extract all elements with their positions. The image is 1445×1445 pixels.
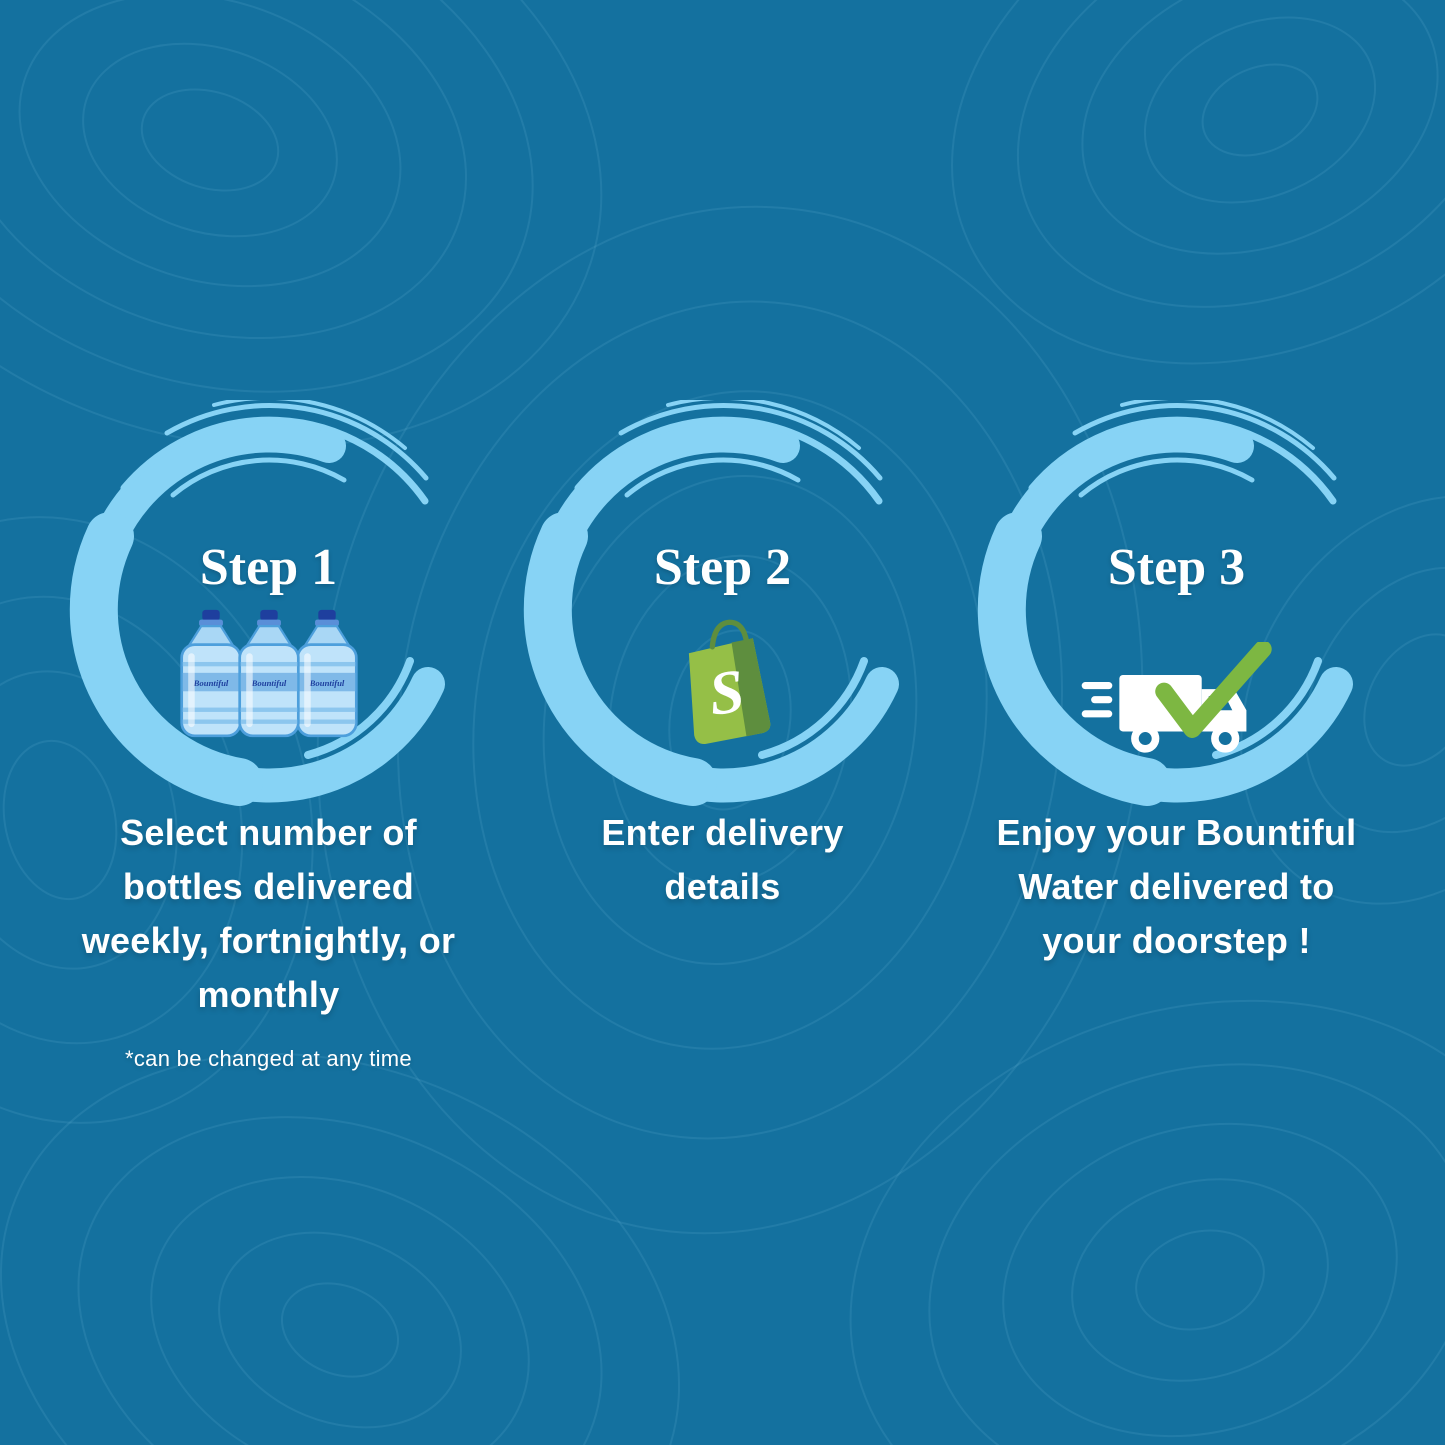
delivery-truck-icon [1077,640,1277,773]
step-2-section: Step 2 S Enter delivery details [503,400,943,1072]
bottle-label-text: Bountiful [308,678,344,688]
wave-circle-icon [523,400,899,806]
step-2-circle-graphic: Step 2 S [508,400,938,820]
steps-row: Step 1 Bountiful [0,400,1445,1072]
step-1-circle-graphic: Step 1 Bountiful [54,400,484,820]
shopify-bag-icon: S [659,612,787,757]
bottle-label-text: Bountiful [192,678,228,688]
bottle-label-text: Bountiful [250,678,286,688]
step-1-label: Step 1 [199,539,338,596]
water-bottle-icon: Bountiful [237,609,300,738]
water-bottle-icon: Bountiful [295,609,358,738]
step-2-description: Enter delivery details [601,812,844,907]
wave-circle-icon [69,400,445,806]
water-bottles-icon: Bountiful Bountiful [179,600,358,750]
step-1-description: Select number of bottles delivered weekl… [81,812,456,1015]
check-mark-icon [1154,640,1272,738]
step-3-description: Enjoy your Bountiful Water delivered to … [996,812,1357,961]
step-1-footnote: *can be changed at any time [125,1046,412,1071]
step-3-section: Step 3 [957,400,1397,1072]
step-3-circle-graphic: Step 3 [962,400,1392,820]
step-3-label: Step 3 [1107,539,1246,596]
shopify-letter-text: S [705,657,747,729]
step-1-section: Step 1 Bountiful [49,400,489,1072]
wave-circle-icon [977,400,1353,806]
step-2-label: Step 2 [653,539,792,596]
